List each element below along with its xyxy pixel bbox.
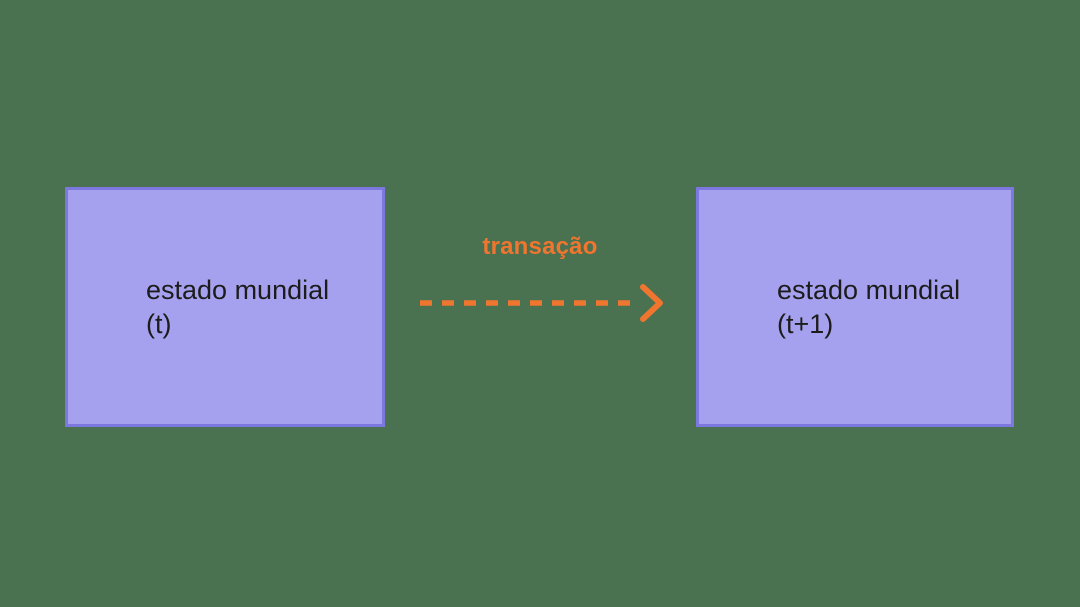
state-box-t-label-line2: (t) — [146, 309, 172, 339]
state-box-t-plus-1-label-line1: estado mundial — [777, 275, 961, 305]
transition-label: transação — [482, 233, 598, 260]
state-box-t: estado mundial (t) — [65, 187, 385, 427]
state-box-t-plus-1: estado mundial (t+1) — [696, 187, 1014, 427]
state-box-t-label-line1: estado mundial — [146, 275, 330, 305]
dashed-right-arrow-icon — [420, 284, 663, 322]
state-box-t-plus-1-label-line2: (t+1) — [777, 309, 834, 339]
